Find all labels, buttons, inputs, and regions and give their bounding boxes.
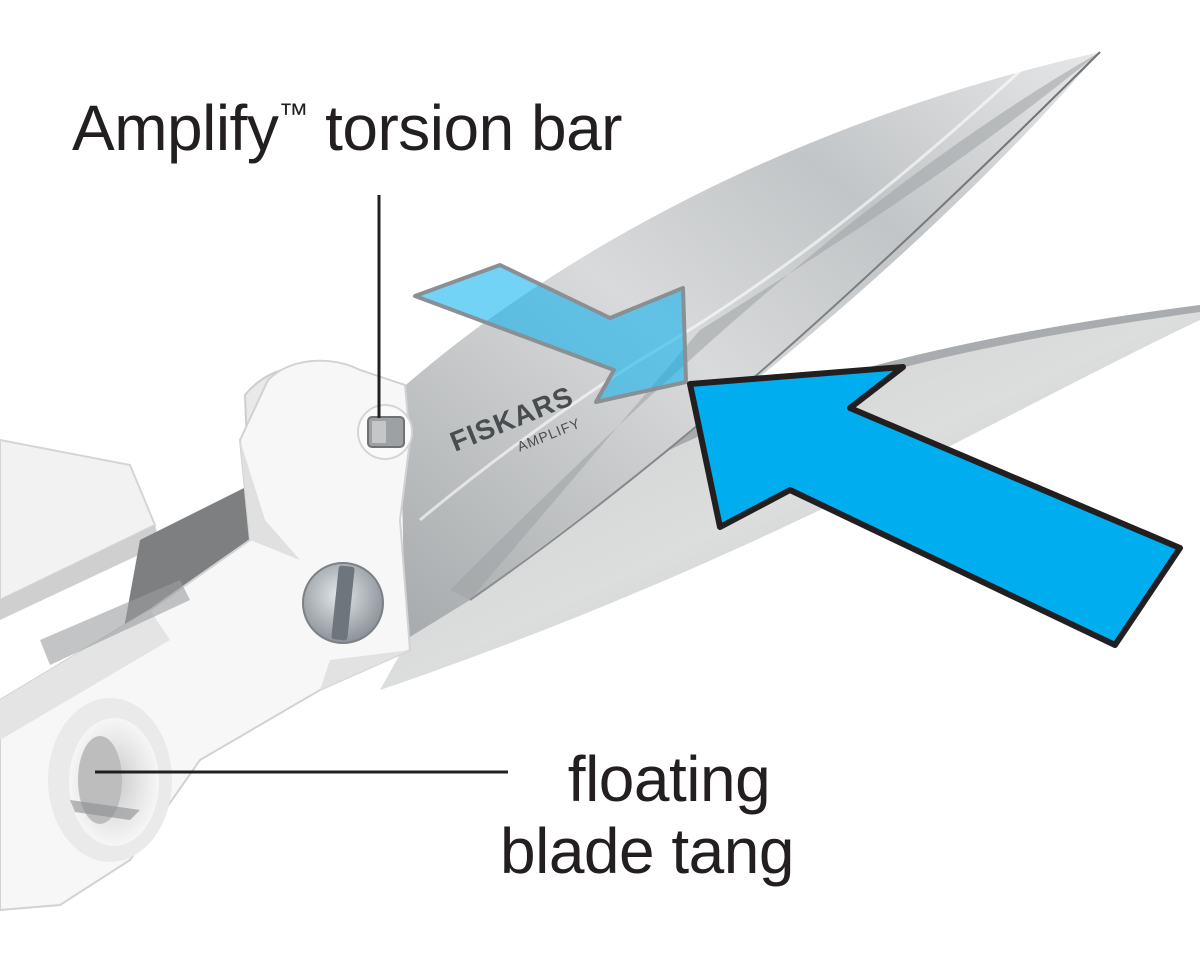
tang-hole	[48, 698, 172, 862]
blade-tang-line2: blade tang	[500, 816, 794, 888]
blade-tang-line1: floating	[500, 744, 794, 816]
torsion-bar-label: Amplify™ torsion bar	[72, 96, 622, 160]
torsion-bar-text: torsion bar	[308, 92, 622, 164]
trademark-mark: ™	[278, 98, 308, 131]
blade-tang-label: floating blade tang	[500, 744, 794, 887]
torsion-bar-pin	[358, 405, 412, 459]
torsion-bar-name: Amplify	[72, 92, 278, 164]
pivot-screw	[303, 563, 383, 643]
